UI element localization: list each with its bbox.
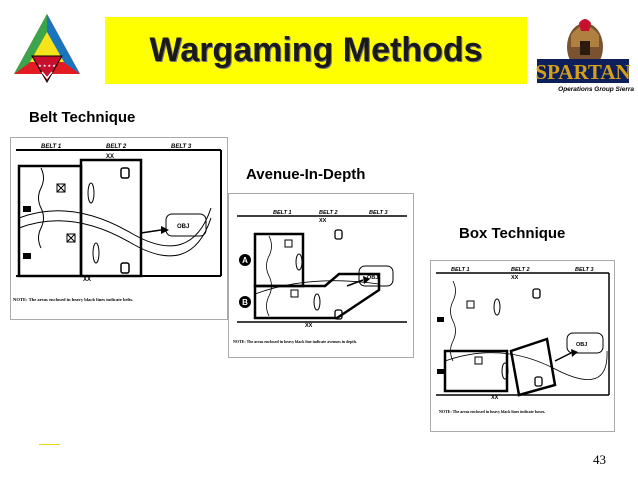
- xx-marker: XX: [319, 218, 327, 224]
- xx-marker-bottom: XX: [491, 395, 499, 401]
- box-technique-label: Box Technique: [459, 225, 566, 242]
- slide-title: Wargaming Methods: [149, 31, 483, 69]
- xx-marker-bottom: XX: [305, 323, 313, 329]
- belt3-label: BELT 3: [171, 144, 192, 150]
- belt1-label: BELT 1: [273, 210, 292, 216]
- belt3-label: BELT 3: [575, 267, 594, 273]
- belt-note: NOTE: The areas enclosed in heavy black …: [13, 297, 133, 302]
- marker-b: [239, 296, 251, 308]
- xx-marker-bottom: XX: [83, 277, 91, 283]
- belt-technique-label: Belt Technique: [29, 109, 136, 126]
- box-note: NOTE: The areas enclosed in heavy black …: [439, 409, 545, 414]
- belt-technique-diagram: BELT 1 BELT 2 BELT 3 XX XX OBJ NOTE: The…: [10, 137, 228, 320]
- avenue-b-box: [253, 272, 381, 320]
- belt1-label: BELT 1: [451, 267, 470, 273]
- spartan-logo: SPARTAN: [535, 19, 631, 84]
- svg-text:B: B: [242, 298, 248, 307]
- svg-text:★ ★ ★ ★: ★ ★ ★ ★: [38, 63, 56, 68]
- box-technique-diagram: BELT 1 BELT 2 BELT 3 XX XX OBJ NOTE: The…: [430, 260, 615, 432]
- obj-label: OBJ: [367, 275, 378, 281]
- decorative-line: [39, 444, 60, 445]
- xx-marker: XX: [106, 154, 114, 160]
- avenue-in-depth-label: Avenue-In-Depth: [246, 166, 366, 183]
- avenue-note: NOTE: The areas enclosed in heavy black …: [233, 339, 357, 344]
- page-number: 43: [593, 452, 606, 467]
- box-1: [443, 349, 509, 393]
- xx-marker: XX: [511, 275, 519, 281]
- unit-insignia-logo: ★ ★ ★ ★: [14, 14, 80, 84]
- spartan-wordmark: SPARTAN: [535, 60, 630, 84]
- belt1-label: BELT 1: [41, 144, 62, 150]
- svg-text:A: A: [242, 256, 248, 265]
- title-banner: Wargaming Methods: [105, 17, 527, 84]
- belt-box-2: [79, 158, 143, 278]
- belt3-label: BELT 3: [369, 210, 388, 216]
- belt2-label: BELT 2: [511, 267, 530, 273]
- marker-a: [239, 254, 251, 266]
- belt2-label: BELT 2: [106, 144, 127, 150]
- box-2: [509, 337, 557, 397]
- belt2-label: BELT 2: [319, 210, 338, 216]
- obj-label: OBJ: [177, 224, 189, 230]
- spartan-subtitle: Operations Group Sierra: [558, 86, 634, 93]
- obj-label: OBJ: [576, 342, 587, 348]
- avenue-in-depth-diagram: BELT 1 BELT 2 BELT 3 XX XX A B OBJ NOTE:…: [228, 193, 414, 358]
